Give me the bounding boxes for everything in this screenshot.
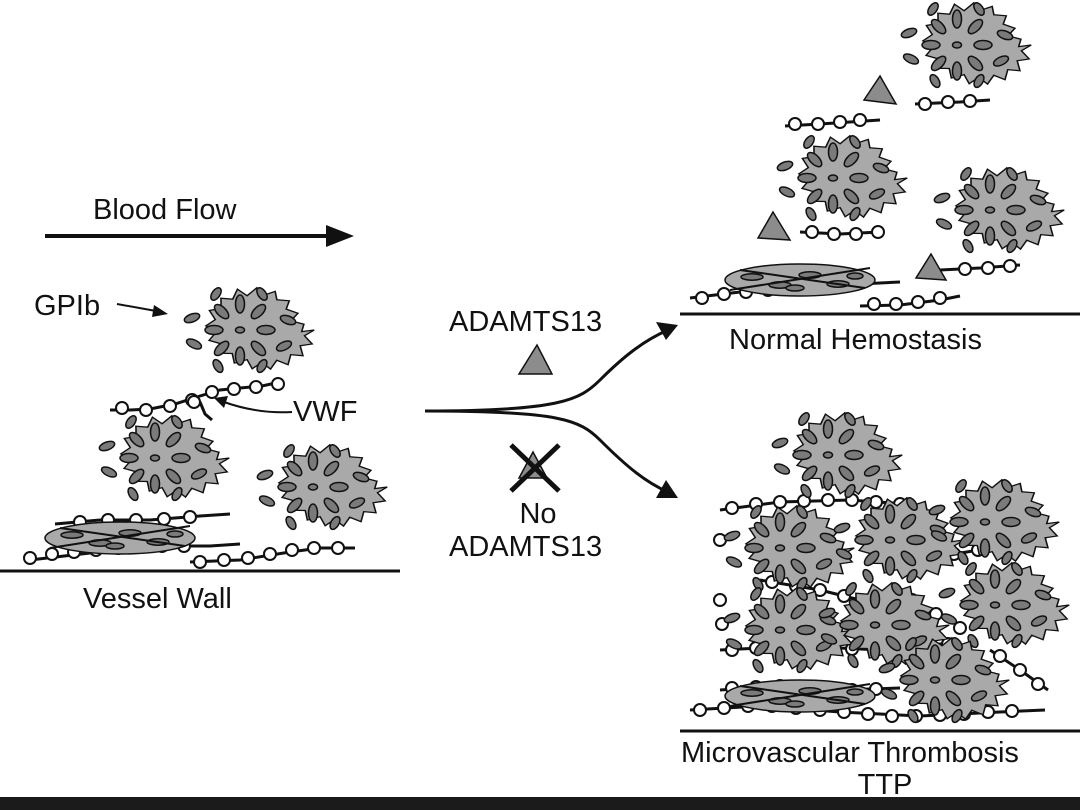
no-adamts13-cross (509, 443, 561, 493)
blood-flow-arrow (45, 225, 354, 247)
ttp-label: TTP (857, 769, 913, 801)
normal-adamts13-triangles (756, 74, 948, 281)
normal-hemostasis-label: Normal Hemostasis (729, 324, 982, 356)
thrombosis-platelet-5 (722, 585, 855, 675)
adamts13-label: ADAMTS13 (449, 306, 603, 338)
blood-flow-label: Blood Flow (93, 194, 237, 226)
vessel-wall-label: Vessel Wall (83, 583, 232, 615)
left-platelet-top (182, 285, 315, 375)
gpib-pointer-arrow (116, 303, 168, 317)
bottom-bar (0, 797, 1080, 810)
gpib-label: GPIb (34, 290, 101, 322)
thrombosis-platelet-7 (937, 560, 1070, 650)
no-label: No (519, 498, 557, 530)
adamts13-triangle (517, 343, 554, 375)
normal-platelet-middle (775, 133, 908, 223)
vwf-pointer-arrow (214, 396, 293, 414)
vwf-label: VWF (293, 396, 358, 428)
microvascular-thrombosis-label: Microvascular Thrombosis (681, 737, 1019, 769)
bifurcation-arrows (424, 322, 678, 498)
left-platelet-right (255, 442, 388, 532)
normal-platelet-top (899, 0, 1032, 90)
left-flat-platelet (44, 521, 196, 555)
normal-flat-platelet (724, 263, 876, 297)
thrombosis-platelet-2 (722, 503, 855, 593)
no-adamts13-label: ADAMTS13 (449, 531, 603, 563)
thrombosis-platelet-1 (770, 410, 903, 500)
thrombosis-flat-platelet (724, 679, 876, 713)
left-platelet-middle (97, 413, 230, 503)
normal-platelet-right (932, 165, 1065, 255)
